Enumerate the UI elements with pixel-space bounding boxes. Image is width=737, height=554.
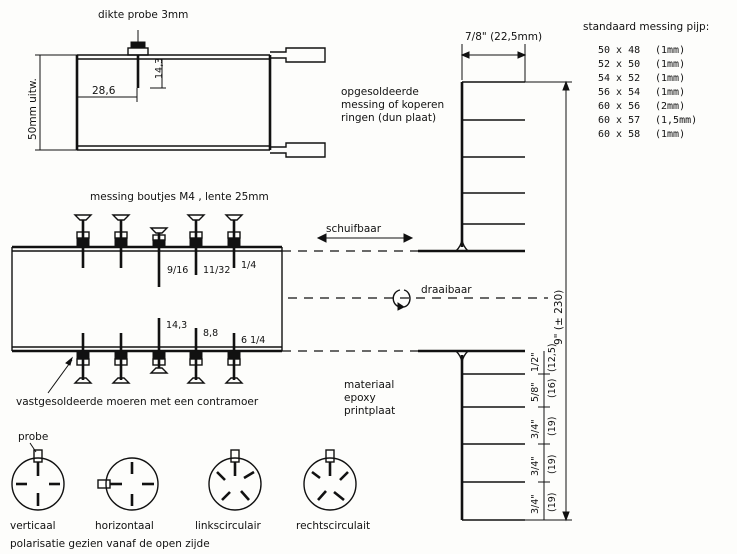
mode-label-vertical: verticaal bbox=[10, 520, 56, 532]
spacing-2-mm: (16) bbox=[547, 378, 558, 398]
pipe-row-6-wall: (1,5mm) bbox=[655, 115, 697, 126]
dim-b-label: 14,3 bbox=[154, 58, 165, 79]
spacing-3-inch: 3/4" bbox=[530, 419, 541, 439]
pipe-row-2-size: 52 x 50 bbox=[598, 59, 640, 70]
polarization-horizontal bbox=[97, 457, 159, 511]
top-dim-1: 9/16 bbox=[167, 265, 188, 276]
top-bolt-3 bbox=[149, 227, 169, 287]
width-label: 50mm uitw. bbox=[27, 78, 39, 140]
slide-label: schuifbaar bbox=[326, 223, 382, 235]
pipe-row-1-wall: (1mm) bbox=[655, 45, 685, 56]
dim-a-label: 28,6 bbox=[92, 85, 116, 97]
pipe-row-3-wall: (1mm) bbox=[655, 73, 685, 84]
spacing-5-inch: 3/4" bbox=[530, 494, 541, 514]
bottom-dim-1: 14,3 bbox=[166, 320, 187, 331]
polarization-left-circular bbox=[208, 449, 262, 511]
pipe-table-title: standaard messing pijp: bbox=[583, 21, 709, 33]
rotate-label: draaibaar bbox=[421, 284, 472, 296]
rotate-arrow-right bbox=[403, 289, 411, 308]
material-note-2: epoxy bbox=[344, 392, 376, 404]
polarization-vertical bbox=[11, 449, 65, 511]
top-view: dikte probe 3mm 28,6 14,3 50mm uitw. bbox=[27, 9, 326, 158]
top-view-tab-lower bbox=[270, 142, 326, 158]
bolts-label: messing boutjes M4 , lente 25mm bbox=[90, 191, 269, 203]
pipe-row-6-size: 60 x 57 bbox=[598, 115, 640, 126]
side-view: messing boutjes M4 , lente 25mm 9/16 11/… bbox=[11, 191, 548, 408]
mode-label-right-circular: rechtscirculait bbox=[296, 520, 370, 532]
tube-upper-fillet-r bbox=[461, 239, 469, 252]
top-bolt-5 bbox=[224, 214, 244, 268]
top-dim-3: 1/4 bbox=[241, 260, 256, 271]
bottom-bolt-3 bbox=[149, 318, 169, 374]
rotate-arrow-head bbox=[397, 302, 405, 311]
rings-note-3: ringen (dun plaat) bbox=[341, 112, 436, 124]
spacing-4-inch: 3/4" bbox=[530, 456, 541, 476]
pipe-row-7-wall: (1mm) bbox=[655, 129, 685, 140]
top-bolt-2 bbox=[111, 214, 131, 268]
bottom-bolt-4 bbox=[186, 328, 206, 384]
spacing-1-mm: (12,5) bbox=[547, 343, 558, 372]
pipe-row-2-wall: (1mm) bbox=[655, 59, 685, 70]
polarization-right-circular bbox=[303, 449, 357, 511]
mode-label-horizontal: horizontaal bbox=[95, 520, 154, 532]
pipe-row-4-size: 56 x 54 bbox=[598, 87, 640, 98]
polarization-views: probe bbox=[10, 431, 370, 550]
slide-arrow-left bbox=[316, 233, 327, 243]
rings-note-1: opgesoldeerde bbox=[341, 86, 419, 98]
length-label: 9" (± 230) bbox=[553, 290, 565, 345]
pipe-row-3-size: 54 x 52 bbox=[598, 73, 640, 84]
tube-dim-arrow-left bbox=[460, 51, 470, 59]
probe-label: probe bbox=[18, 431, 48, 443]
pipe-table: standaard messing pijp: 50 x 48 (1mm) 52… bbox=[583, 21, 709, 140]
spacing-3-mm: (19) bbox=[547, 416, 558, 436]
polarization-caption: polarisatie gezien vanaf de open zijde bbox=[10, 538, 210, 550]
ring-tube: 7/8" (22,5mm) opgesoldeerde messing of k… bbox=[341, 31, 572, 522]
slide-arrow-right bbox=[403, 233, 414, 243]
top-bolt-1 bbox=[73, 214, 93, 268]
tube-lower-fillet-r bbox=[461, 350, 469, 363]
tube-dim-arrow-right bbox=[517, 51, 527, 59]
length-arrow-bottom bbox=[562, 511, 570, 522]
pipe-row-4-wall: (1mm) bbox=[655, 87, 685, 98]
probe-thickness-label: dikte probe 3mm bbox=[98, 9, 188, 21]
bottom-bolt-5 bbox=[224, 333, 244, 384]
mode-label-left-circular: linkscirculair bbox=[195, 520, 262, 532]
material-note-1: materiaal bbox=[344, 379, 394, 391]
spacing-1-inch: 1/2" bbox=[530, 352, 541, 372]
top-view-tab-upper bbox=[270, 47, 326, 63]
pipe-row-5-wall: (2mm) bbox=[655, 101, 685, 112]
spacing-4-mm: (19) bbox=[547, 454, 558, 474]
bottom-dim-2: 8,8 bbox=[203, 328, 218, 339]
top-dim-2: 11/32 bbox=[203, 265, 230, 276]
nuts-label: vastgesoldeerde moeren met een contramoe… bbox=[16, 396, 259, 408]
bottom-bolt-2 bbox=[111, 333, 131, 384]
nuts-leader bbox=[47, 359, 73, 394]
nuts-leader-arrow bbox=[65, 356, 73, 366]
tube-diameter-label: 7/8" (22,5mm) bbox=[465, 31, 542, 43]
probe-washer bbox=[127, 47, 149, 56]
rings-note-2: messing of koperen bbox=[341, 99, 444, 111]
length-arrow-top bbox=[562, 80, 570, 91]
spacing-5-mm: (19) bbox=[547, 492, 558, 512]
bottom-bolt-1 bbox=[73, 333, 93, 384]
bottom-dim-3: 6 1/4 bbox=[241, 335, 265, 346]
pipe-row-1-size: 50 x 48 bbox=[598, 45, 640, 56]
top-bolt-4 bbox=[186, 214, 206, 275]
spacing-2-inch: 5/8" bbox=[530, 382, 541, 402]
material-note-3: printplaat bbox=[344, 405, 395, 417]
pipe-row-5-size: 60 x 56 bbox=[598, 101, 640, 112]
probe-nut bbox=[130, 41, 146, 49]
pipe-row-7-size: 60 x 58 bbox=[598, 129, 640, 140]
